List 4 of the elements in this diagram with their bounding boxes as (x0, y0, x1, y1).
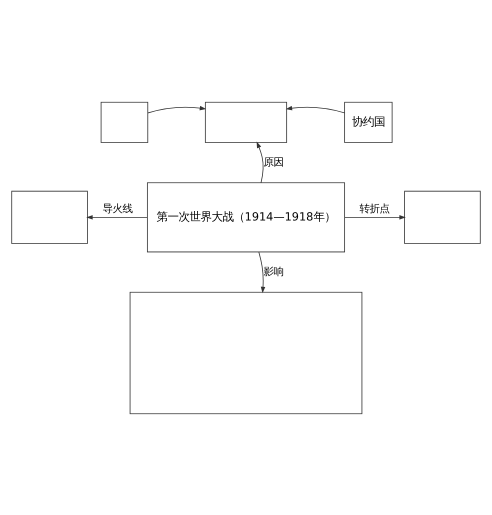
edge-label: 导火线 (102, 202, 132, 215)
edge-label: 影响 (263, 265, 284, 278)
edge-label: 原因 (263, 156, 284, 168)
edge-label: 转折点 (360, 202, 390, 215)
